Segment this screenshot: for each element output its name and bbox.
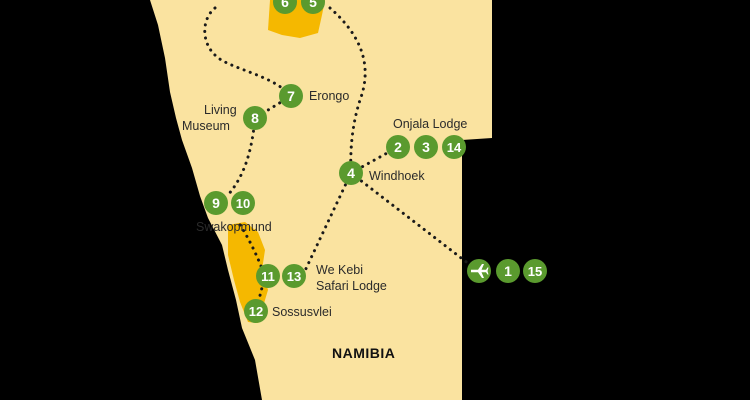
day-marker [282, 264, 306, 288]
day-marker [256, 264, 280, 288]
day-marker [279, 84, 303, 108]
stop-marker-group: 4 [339, 161, 363, 185]
country-label: NAMIBIA [332, 345, 396, 361]
stop-label: Sossusvlei [272, 305, 332, 319]
stop-marker-group: 7 [279, 84, 303, 108]
stop-label-line2: Museum [182, 119, 230, 133]
day-marker [523, 259, 547, 283]
stop-marker-group: 12 [244, 299, 268, 323]
day-marker [231, 191, 255, 215]
day-marker [243, 106, 267, 130]
stop-label: Windhoek [369, 169, 425, 183]
day-marker [339, 161, 363, 185]
stop-marker-group: 11 13 [256, 264, 306, 288]
day-number: 1 [504, 263, 512, 279]
day-number: 7 [287, 88, 295, 104]
day-marker [442, 135, 466, 159]
airplane-icon [471, 264, 489, 278]
day-marker [301, 0, 325, 14]
stop-marker-group: 9 10 [204, 191, 255, 215]
stop-marker-group: 1 15 [467, 259, 547, 283]
day-marker [204, 191, 228, 215]
day-number: 8 [251, 110, 259, 126]
day-number: 4 [347, 165, 355, 181]
day-number: 9 [212, 195, 220, 211]
day-number: 3 [422, 139, 430, 155]
day-marker [496, 259, 520, 283]
stop-marker-group: 8 [243, 106, 267, 130]
stop-label: Onjala Lodge [393, 117, 468, 131]
stop-marker-group: 2 3 14 [386, 135, 466, 159]
day-number: 6 [281, 0, 289, 10]
day-number: 2 [394, 139, 402, 155]
day-marker [273, 0, 297, 14]
day-marker [414, 135, 438, 159]
day-number: 11 [261, 269, 275, 284]
day-number: 10 [236, 196, 250, 211]
land-mass [150, 0, 492, 400]
day-number: 13 [287, 269, 301, 284]
day-number: 12 [249, 304, 263, 319]
namib-desert-region [228, 222, 268, 323]
day-number: 5 [309, 0, 317, 10]
stop-label: We Kebi [316, 263, 364, 277]
stop-label-line2: Safari Lodge [316, 279, 387, 293]
day-number: 14 [447, 140, 462, 155]
stop-label: Swakopmund [196, 220, 272, 234]
day-marker [244, 299, 268, 323]
day-number: 15 [528, 264, 542, 279]
stop-label: Living [204, 103, 237, 117]
stop-label: Erongo [309, 89, 350, 103]
day-marker [386, 135, 410, 159]
